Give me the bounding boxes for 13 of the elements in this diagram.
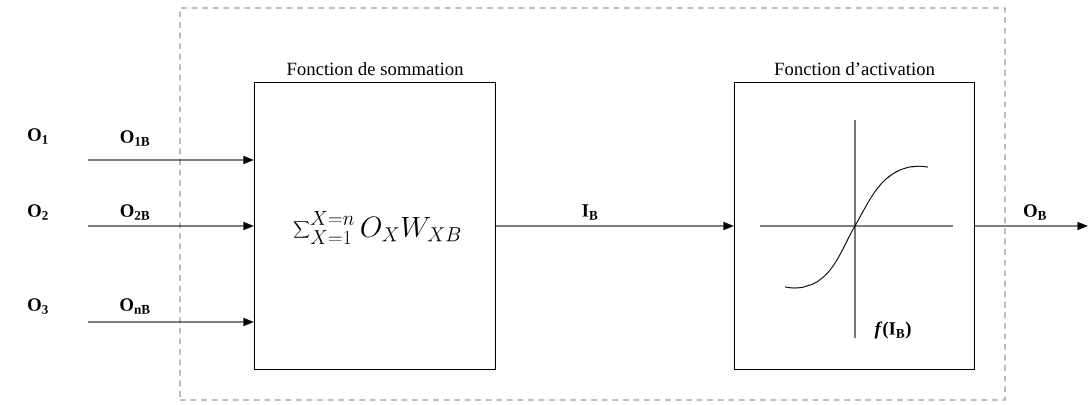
neuron-boundary [179,7,1006,401]
edge-label: I$_{B}$ [580,203,600,221]
edge-label: O$_{1B}$ [118,129,152,147]
summation-formula: $\sum\nolimits_{X=1}^{X=n} O_X W_{XB}$ [293,210,461,244]
input-label: O$_{3}$ [28,298,48,314]
box-title: Fonction de sommation [287,62,464,76]
box-title: Fonction d’activation [774,62,935,76]
function-label: f(I$_{B}$) [874,321,911,339]
input-label: O$_{1}$ [28,128,48,144]
edge-label: O$_{nB}$ [118,297,152,315]
input-label: O$_{2}$ [28,204,48,220]
edge-label: O$_{B}$ [1021,203,1049,221]
edge-label: O$_{2B}$ [118,203,152,221]
